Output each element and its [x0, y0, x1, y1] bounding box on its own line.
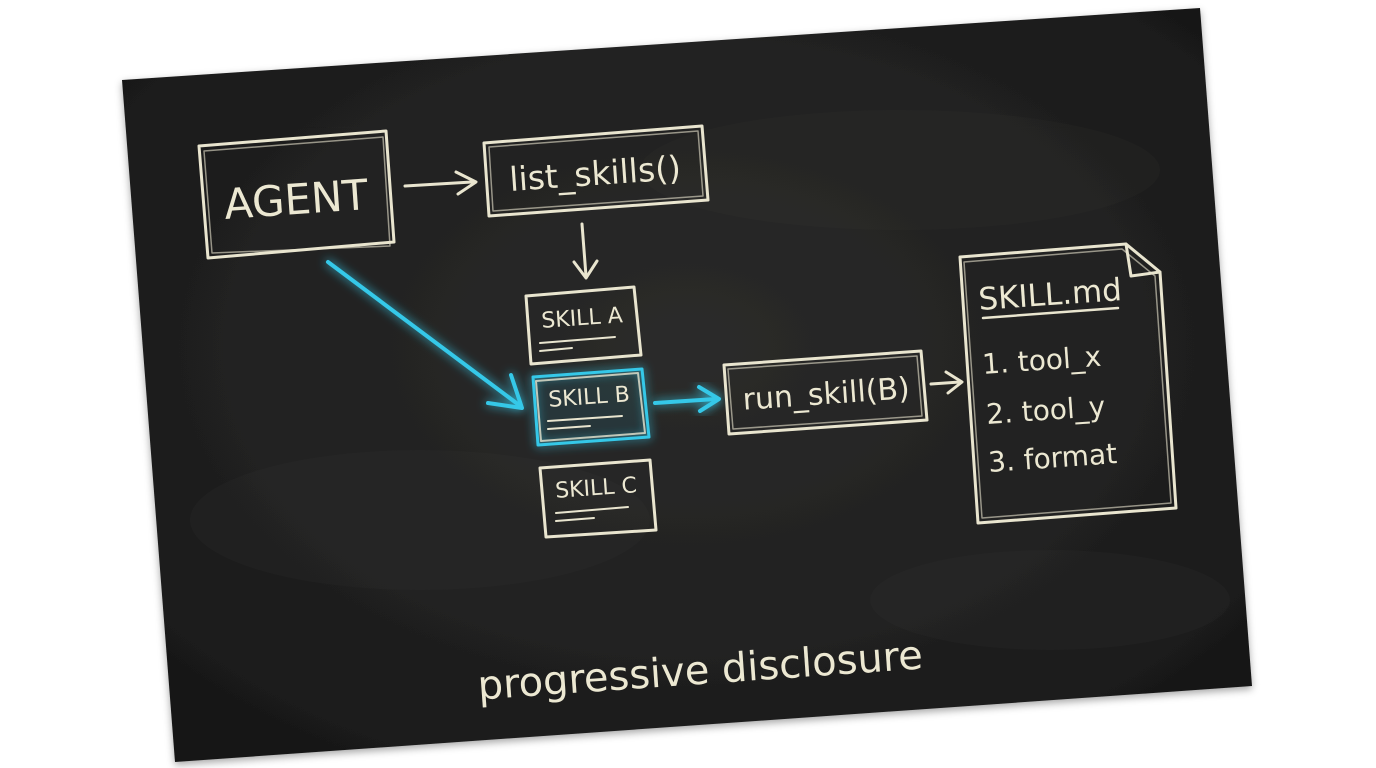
agent-node: AGENT [197, 129, 396, 260]
skill-c-node: SKILL C [538, 458, 658, 539]
skill-a-node: SKILL A [524, 285, 643, 366]
highlight-arrow-skill-b-to-run-skill [653, 385, 721, 413]
arrow-list-skills-to-skills [572, 222, 599, 280]
chalkboard-background [122, 8, 1252, 762]
skill-c-label: SKILL C [554, 473, 637, 504]
arrow-run-skill-to-skill-file [929, 370, 964, 395]
skill-a-label: SKILL A [541, 303, 624, 334]
chalk-smudge [640, 110, 1160, 230]
highlight-arrow-agent-to-skill-b [326, 260, 524, 410]
chalk-smudge [190, 450, 650, 590]
chalk-smudge [870, 550, 1230, 650]
arrow-agent-to-list-skills [403, 170, 478, 196]
skill-b-label: SKILL B [548, 382, 631, 413]
agent-label: AGENT [222, 170, 370, 229]
skill-b-node: SKILL B [531, 367, 651, 447]
